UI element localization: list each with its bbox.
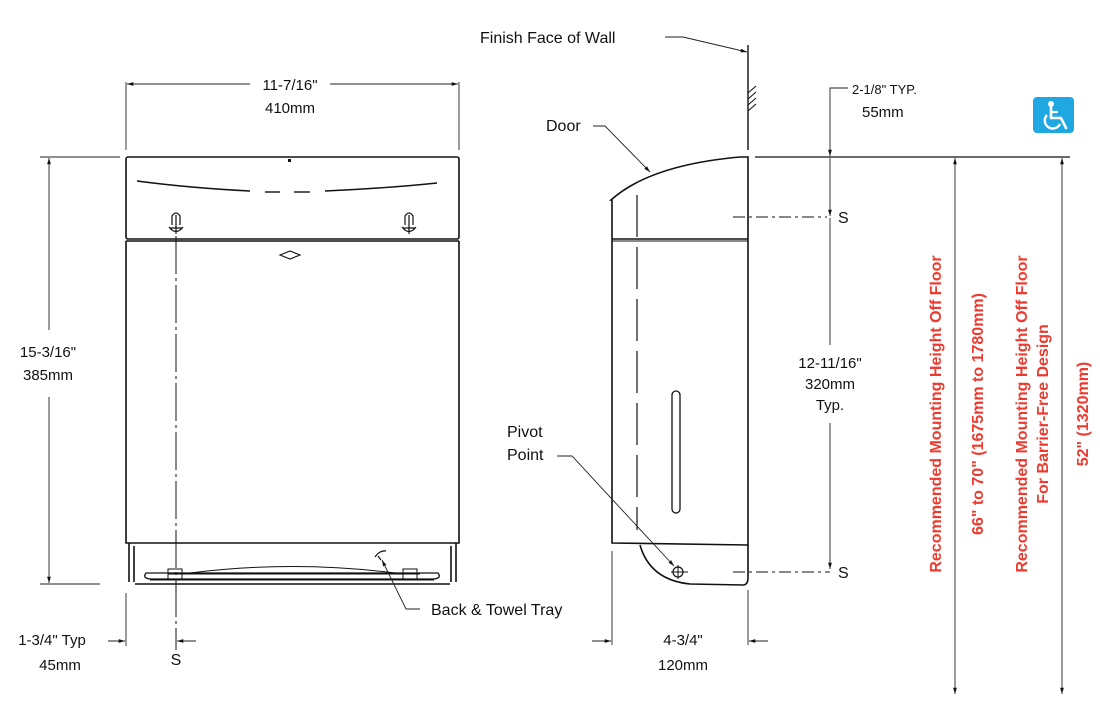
logo-badge: [278, 250, 302, 260]
tray-label: Back & Towel Tray: [431, 602, 562, 619]
width-mm: 410mm: [265, 100, 315, 117]
depth-inches: 4-3/4": [663, 632, 703, 649]
spacing-typ: Typ.: [816, 397, 844, 414]
top-offset-mm: 55mm: [862, 104, 904, 121]
height-inches: 15-3/16": [20, 344, 76, 361]
side-view: Finish Face of Wall Door Pivot Point 2-1…: [480, 30, 1070, 674]
wheelchair-icon: [1033, 97, 1074, 133]
door-label: Door: [546, 118, 581, 135]
pivot-label-line1: Pivot: [507, 424, 543, 441]
standard-mounting-title: Recommended Mounting Height Off Floor: [928, 255, 945, 572]
height-mm: 385mm: [23, 367, 73, 384]
pivot-label-line2: Point: [507, 447, 544, 464]
barrier-free-title-line2: For Barrier-Free Design: [1035, 324, 1052, 504]
mounting-heights: Recommended Mounting Height Off Floor 66…: [928, 97, 1092, 694]
offset-inches: 1-3/4" Typ: [18, 632, 86, 649]
spacing-inches: 12-11/16": [798, 355, 861, 372]
keyhole-right-icon: [401, 212, 417, 234]
wall-label: Finish Face of Wall: [480, 30, 615, 47]
standard-mounting-value: 66" to 70" (1675mm to 1780mm): [970, 293, 987, 535]
barrier-free-value: 52" (1320mm): [1075, 362, 1092, 467]
width-inches: 11-7/16": [262, 77, 317, 94]
pivot-icon: [671, 565, 688, 579]
s-label-front: S: [171, 652, 182, 669]
front-view: 11-7/16" 410mm 15-3/16" 385mm: [18, 77, 562, 674]
keyhole-left-icon: [168, 212, 184, 234]
depth-mm: 120mm: [658, 657, 708, 674]
s-label-side-top: S: [838, 210, 849, 227]
top-offset-inches: 2-1/8" TYP.: [852, 82, 917, 97]
spacing-mm: 320mm: [805, 376, 855, 393]
s-label-side-bottom: S: [838, 565, 849, 582]
offset-mm: 45mm: [39, 657, 81, 674]
barrier-free-title-line1: Recommended Mounting Height Off Floor: [1014, 255, 1031, 572]
